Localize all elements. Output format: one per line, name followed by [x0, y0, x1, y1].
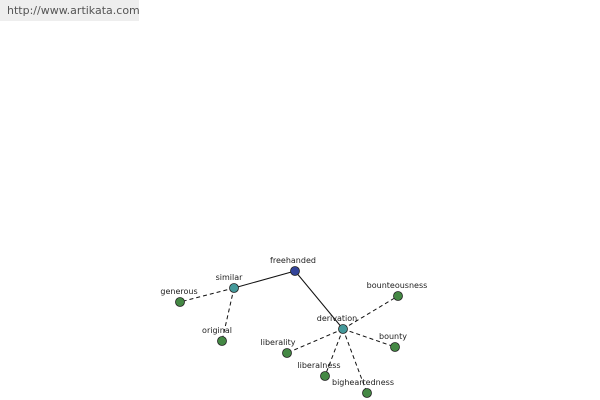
edge-derivation-bounty: [342, 328, 396, 348]
node-similar[interactable]: similar: [216, 273, 244, 293]
node-label-liberality[interactable]: liberality: [261, 338, 296, 347]
node-label-derivation[interactable]: derivation: [317, 314, 357, 323]
edge-similar-generous: [179, 287, 235, 303]
nodes-layer: freehanded similar derivation generous origi…: [160, 256, 427, 398]
watermark-bar: http://www.artikata.com: [0, 0, 140, 21]
node-dot-bigheartedness[interactable]: [362, 388, 372, 398]
node-dot-liberality[interactable]: [282, 348, 292, 358]
node-label-similar[interactable]: similar: [216, 273, 244, 282]
edges-layer: [179, 270, 399, 394]
node-dot-derivation[interactable]: [338, 324, 348, 334]
node-label-original[interactable]: original: [202, 326, 232, 335]
node-bounty[interactable]: bounty: [379, 332, 407, 352]
node-liberalness[interactable]: liberalness: [297, 361, 341, 381]
node-bigheartedness[interactable]: bigheartedness: [332, 378, 394, 398]
node-label-generous[interactable]: generous: [160, 287, 197, 296]
node-generous[interactable]: generous: [160, 287, 198, 307]
node-dot-liberalness[interactable]: [320, 371, 330, 381]
edge-freehanded-similar: [233, 270, 296, 289]
node-bounteousness[interactable]: bounteousness: [367, 281, 428, 301]
node-dot-bounty[interactable]: [390, 342, 400, 352]
node-label-bounteousness[interactable]: bounteousness: [367, 281, 428, 290]
watermark-url: http://www.artikata.com: [7, 4, 140, 17]
node-dot-freehanded[interactable]: [290, 266, 300, 276]
node-original[interactable]: original: [202, 326, 232, 346]
edge-derivation-bigheartedness: [342, 328, 368, 394]
edge-similar-original: [221, 287, 235, 342]
node-dot-generous[interactable]: [175, 297, 185, 307]
node-dot-bounteousness[interactable]: [393, 291, 403, 301]
node-freehanded[interactable]: freehanded: [270, 256, 316, 276]
edge-freehanded-derivation: [294, 270, 344, 330]
edge-derivation-bounteousness: [342, 295, 399, 330]
edge-derivation-liberalness: [324, 328, 344, 377]
node-label-bigheartedness[interactable]: bigheartedness: [332, 378, 394, 387]
edge-derivation-liberality: [286, 328, 344, 354]
node-label-freehanded[interactable]: freehanded: [270, 256, 316, 265]
node-label-bounty[interactable]: bounty: [379, 332, 407, 341]
node-liberality[interactable]: liberality: [261, 338, 296, 358]
node-derivation[interactable]: derivation: [317, 314, 357, 334]
node-dot-similar[interactable]: [229, 283, 239, 293]
node-dot-original[interactable]: [217, 336, 227, 346]
node-label-liberalness[interactable]: liberalness: [297, 361, 340, 370]
